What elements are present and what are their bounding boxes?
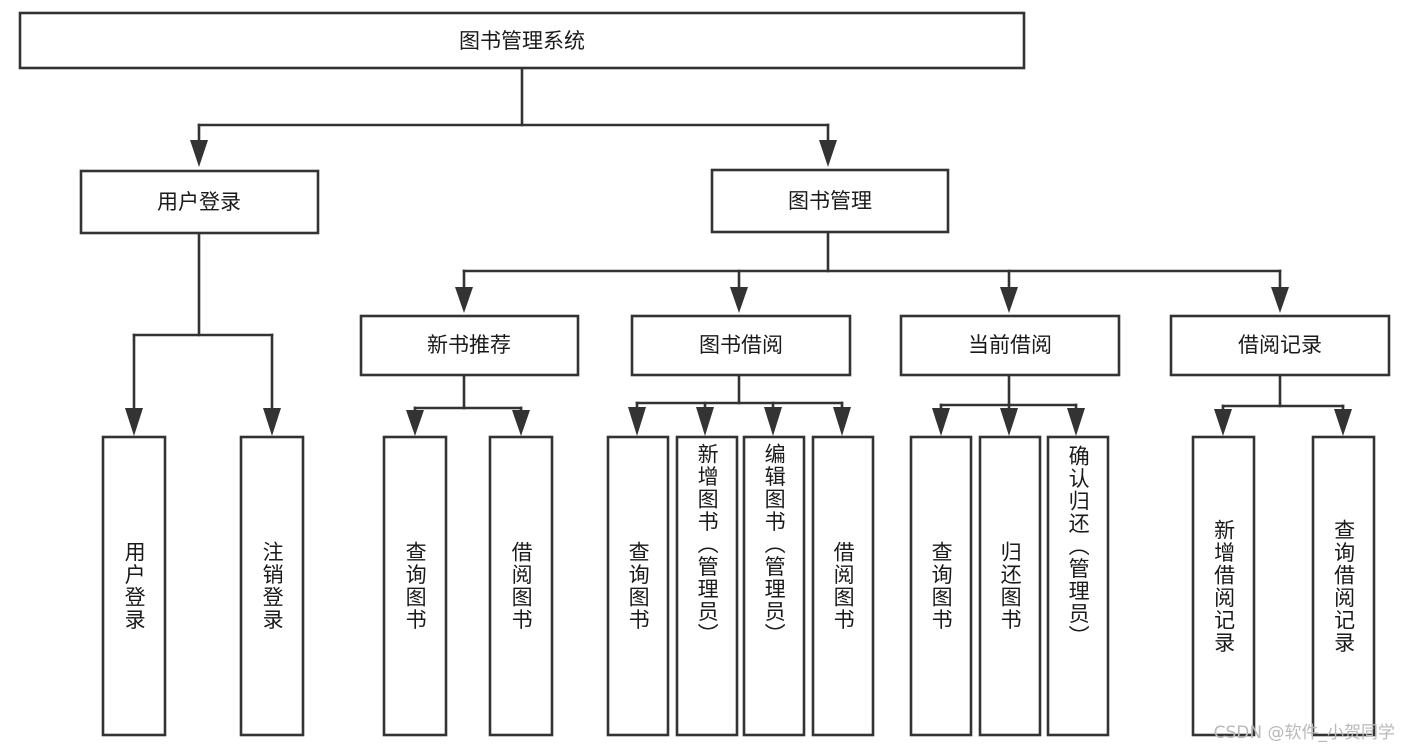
node-book-manage-label: 图书管理 <box>788 189 872 213</box>
arrow-to-current-borrow <box>1000 287 1018 313</box>
connector-group-book-manage <box>455 230 1289 313</box>
node-current-borrow-box[interactable] <box>899 314 1121 377</box>
arrow-leaf-current-borrow-1 <box>932 408 950 436</box>
node-borrow-record-box[interactable] <box>1169 314 1391 377</box>
leaf-box-current-borrow-2[interactable] <box>978 435 1042 737</box>
node-book-manage[interactable]: 图书管理 <box>710 168 950 234</box>
arrow-leaf-book-borrow-2 <box>696 407 714 436</box>
node-new-book-recommend-label: 新书推荐 <box>427 333 511 357</box>
connector-group-book-borrow <box>628 373 851 436</box>
node-current-borrow[interactable]: 当前借阅 <box>899 314 1121 377</box>
leaf-box-new-book-1[interactable] <box>382 435 448 737</box>
arrow-leaf-borrow-record-2 <box>1334 409 1352 436</box>
node-book-borrow-label: 图书借阅 <box>699 333 783 357</box>
arrow-leaf-current-borrow-2 <box>1000 408 1018 436</box>
arrow-leaf-current-borrow-3 <box>1067 408 1085 436</box>
watermark-text: CSDN @软件_小贺同学 <box>1213 723 1395 743</box>
node-new-book-recommend[interactable]: 新书推荐 <box>359 314 580 377</box>
node-root[interactable]: 图书管理系统 <box>18 11 1026 70</box>
leaf-box-user-login-2[interactable] <box>239 435 305 737</box>
arrow-to-book-borrow <box>730 287 748 313</box>
leaf-box-borrow-record-1[interactable] <box>1191 435 1256 737</box>
node-root-label: 图书管理系统 <box>459 29 585 53</box>
node-root-box[interactable] <box>18 11 1026 70</box>
node-book-borrow[interactable]: 图书借阅 <box>630 314 852 377</box>
arrow-leaf-new-book-1 <box>406 410 424 436</box>
connector-group-user-login <box>125 231 281 436</box>
arrow-leaf-borrow-record-1 <box>1214 409 1232 436</box>
leaf-box-book-borrow-2[interactable] <box>675 435 739 737</box>
arrow-to-user-login <box>190 140 208 167</box>
leaf-box-book-borrow-4[interactable] <box>811 435 875 737</box>
arrow-leaf-user-login-1 <box>125 408 143 436</box>
node-user-login-label: 用户登录 <box>157 190 241 214</box>
node-new-book-recommend-box[interactable] <box>359 314 580 377</box>
connector-group-new-book-recommend <box>406 373 530 436</box>
node-borrow-record-label: 借阅记录 <box>1238 333 1322 357</box>
connector-group-current-borrow <box>932 373 1085 436</box>
connector-group-root <box>190 66 837 167</box>
arrow-to-new-book-recommend <box>455 287 473 313</box>
node-current-borrow-label: 当前借阅 <box>968 333 1052 357</box>
leaf-box-current-borrow-3[interactable] <box>1046 435 1110 737</box>
leaf-box-user-login-1[interactable] <box>101 435 167 737</box>
leaf-box-new-book-2[interactable] <box>488 435 554 737</box>
leaf-box-book-borrow-1[interactable] <box>606 435 670 737</box>
node-borrow-record[interactable]: 借阅记录 <box>1169 314 1391 377</box>
node-book-borrow-box[interactable] <box>630 314 852 377</box>
arrow-leaf-book-borrow-4 <box>833 407 851 436</box>
leaf-box-current-borrow-1[interactable] <box>909 435 973 737</box>
arrow-leaf-book-borrow-1 <box>628 407 646 436</box>
arrow-leaf-book-borrow-3 <box>764 407 782 436</box>
node-user-login-box[interactable] <box>79 169 320 235</box>
arrow-leaf-user-login-2 <box>263 408 281 436</box>
arrow-to-borrow-record <box>1271 287 1289 313</box>
leaf-box-borrow-record-2[interactable] <box>1311 435 1376 737</box>
node-user-login[interactable]: 用户登录 <box>79 169 320 235</box>
arrow-to-book-manage <box>819 140 837 167</box>
node-book-manage-box[interactable] <box>710 168 950 234</box>
arrow-leaf-new-book-2 <box>512 410 530 436</box>
leaf-box-book-borrow-3[interactable] <box>742 435 806 737</box>
connector-group-borrow-record <box>1214 373 1352 436</box>
